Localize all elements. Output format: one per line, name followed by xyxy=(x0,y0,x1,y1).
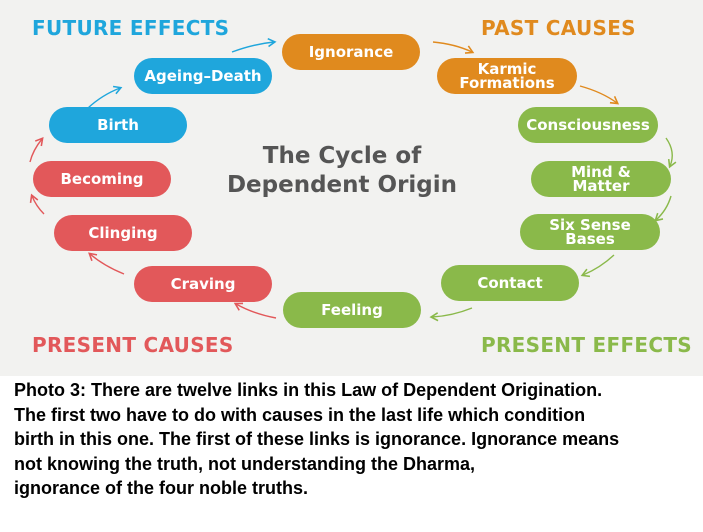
cycle-arrows xyxy=(29,37,677,322)
caption-line: ignorance of the four noble truths. xyxy=(14,478,308,498)
arrow-sixsense-contact xyxy=(580,254,615,278)
link-contact: Contact xyxy=(441,265,579,301)
link-ignorance: Ignorance xyxy=(282,34,420,70)
arrow-ignorance-karmic xyxy=(432,41,475,54)
cycle-title: The Cycle of Dependent Origin xyxy=(226,143,458,198)
diagram-panel: FUTURE EFFECTS PAST CAUSES PRESENT CAUSE… xyxy=(0,0,703,376)
link-mind-matter: Mind & Matter xyxy=(531,161,671,197)
caption-line: not knowing the truth, not understanding… xyxy=(14,453,475,474)
past-causes-label: PAST CAUSES xyxy=(481,16,636,40)
arrow-contact-feeling xyxy=(429,307,473,322)
arrow-birth-ageing xyxy=(87,85,123,109)
arrow-ageing-ignorance xyxy=(231,37,277,53)
link-becoming: Becoming xyxy=(33,161,171,197)
link-craving: Craving xyxy=(134,266,272,302)
arrow-clinging-becoming xyxy=(29,193,45,215)
present-causes-label: PRESENT CAUSES xyxy=(32,333,234,357)
arrow-craving-clinging xyxy=(88,252,125,275)
link-birth: Birth xyxy=(49,107,187,143)
arrow-consciousness-mind xyxy=(665,137,677,169)
arrow-feeling-craving xyxy=(233,302,277,319)
link-feeling: Feeling xyxy=(283,292,421,328)
caption-line: birth in this one. The first of these li… xyxy=(14,429,620,449)
arrow-mind-sixsense xyxy=(654,195,672,222)
link-consciousness: Consciousness xyxy=(518,107,658,143)
caption-line: Photo 3: There are twelve links in this … xyxy=(14,380,603,400)
link-clinging: Clinging xyxy=(54,215,192,251)
link-ageing-death: Ageing–Death xyxy=(134,58,272,94)
present-effects-label: PRESENT EFFECTS xyxy=(481,333,693,357)
arrow-karmic-consciousness xyxy=(579,85,620,105)
arrow-becoming-birth xyxy=(29,137,44,163)
link-six-sense-bases: Six Sense Bases xyxy=(520,214,660,250)
future-effects-label: FUTURE EFFECTS xyxy=(32,16,230,40)
photo-caption: Photo 3: There are twelve links in this … xyxy=(14,378,694,501)
caption-line: The first two have to do with causes in … xyxy=(14,404,586,425)
link-karmic-formations: Karmic Formations xyxy=(437,58,577,94)
